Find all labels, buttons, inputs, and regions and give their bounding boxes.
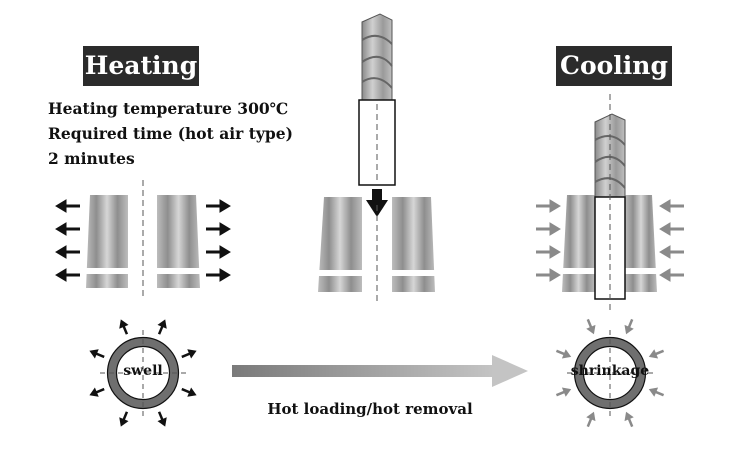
radial-arrow-head <box>119 319 129 329</box>
radial-arrow-head <box>624 411 634 422</box>
process-arrow <box>232 355 528 387</box>
cutting-tool-top <box>358 13 396 186</box>
radial-arrow-head <box>89 387 99 397</box>
left-arrow <box>536 268 561 282</box>
insert-arrow <box>366 189 388 217</box>
heating-title: Heating <box>83 46 199 86</box>
swell-label: swell <box>123 363 163 379</box>
radial-arrow-head <box>624 324 634 335</box>
shrinkage-label: shrinkage <box>570 363 650 379</box>
cooling-ring <box>567 330 653 416</box>
duration-text: 2 minutes <box>48 149 135 168</box>
cooling-radial-arrows <box>555 318 665 428</box>
radial-arrow-head <box>586 411 596 422</box>
heating-radial-arrows <box>89 319 197 427</box>
right-arrow <box>206 199 231 213</box>
right-arrow <box>659 199 684 213</box>
radial-arrow-head <box>187 349 197 359</box>
middle-holder <box>312 197 442 292</box>
cooling-contraction-arrows <box>536 199 684 282</box>
right-arrow <box>206 222 231 236</box>
left-arrow <box>55 245 80 259</box>
cooling-title: Cooling <box>556 46 672 86</box>
right-arrow <box>659 268 684 282</box>
radial-arrow-head <box>157 319 167 329</box>
right-arrow <box>659 245 684 259</box>
left-arrow <box>536 245 561 259</box>
left-arrow <box>536 199 561 213</box>
process-caption: Hot loading/hot removal <box>267 400 473 418</box>
left-arrow <box>55 268 80 282</box>
right-arrow <box>206 245 231 259</box>
right-arrow <box>659 222 684 236</box>
left-arrow <box>536 222 561 236</box>
radial-arrow-head <box>187 387 197 397</box>
radial-arrow-head <box>586 324 596 335</box>
radial-arrow-head <box>119 417 129 427</box>
radial-arrow-head <box>89 349 99 359</box>
right-arrow <box>206 268 231 282</box>
cooling-holder <box>556 195 664 292</box>
left-arrow <box>55 199 80 213</box>
heating-expansion-arrows <box>55 199 231 282</box>
radial-arrow-head <box>648 349 659 359</box>
radial-arrow-head <box>157 417 167 427</box>
radial-arrow-head <box>561 387 572 397</box>
heating-ring <box>100 330 186 416</box>
left-arrow <box>55 222 80 236</box>
required-time-text: Required time (hot air type) <box>48 124 293 143</box>
heating-temperature-text: Heating temperature 300℃ <box>48 99 289 118</box>
radial-arrow-head <box>561 349 572 359</box>
radial-arrow-head <box>648 387 659 397</box>
